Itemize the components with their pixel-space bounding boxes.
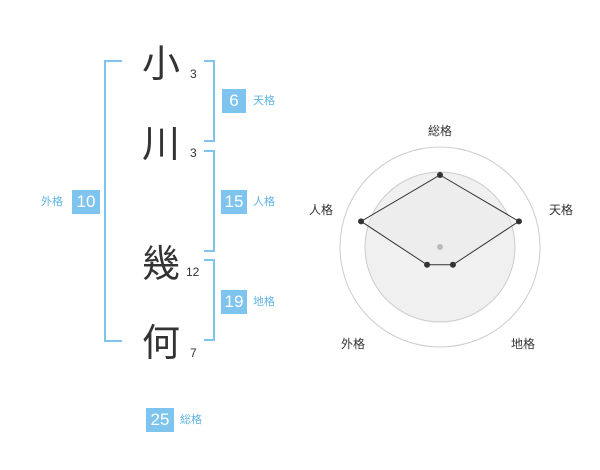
radar-label-chikaku: 地格 [511,337,536,351]
soukaku-badge: 25 [146,408,174,432]
radar-label-gaikaku: 外格 [341,337,366,351]
radar-point-3 [449,261,456,268]
radar-shape [360,174,520,266]
radar-point-2 [515,218,522,225]
gaikaku-badge: 10 [72,190,100,214]
jinkaku-bracket [204,150,215,252]
jinkaku-badge: 15 [221,190,247,214]
radar-point-1 [437,172,443,178]
stroke-count-3: 12 [186,265,200,279]
radar-center-dot [437,244,443,250]
radar-point-4 [424,261,431,268]
radar-points [358,172,522,268]
stroke-count-4: 7 [190,346,197,360]
chikaku-badge: 19 [221,290,247,314]
stroke-count-1: 3 [190,67,197,81]
tenkaku-badge: 6 [222,89,246,113]
radar-label-jinkaku: 人格 [309,203,334,217]
chikaku-label: 地格 [253,295,275,308]
chikaku-bracket [204,259,215,341]
name-char-3: 幾 [142,242,181,286]
radar-point-5 [358,218,365,225]
radar-grid-ring [339,146,541,348]
tenkaku-label: 天格 [253,94,275,107]
soukaku-label: 総格 [180,413,202,426]
gaikaku-label: 外格 [41,195,63,208]
radar-label-soukaku: 総格 [428,124,453,138]
gaikaku-bracket [104,60,122,342]
name-char-2: 川 [142,122,181,166]
stroke-count-2: 3 [190,146,197,160]
name-char-4: 何 [142,321,181,365]
jinkaku-label: 人格 [253,195,275,208]
tenkaku-bracket [204,60,215,142]
radar-label-tenkaku: 天格 [549,203,574,217]
name-char-1: 小 [142,42,181,86]
